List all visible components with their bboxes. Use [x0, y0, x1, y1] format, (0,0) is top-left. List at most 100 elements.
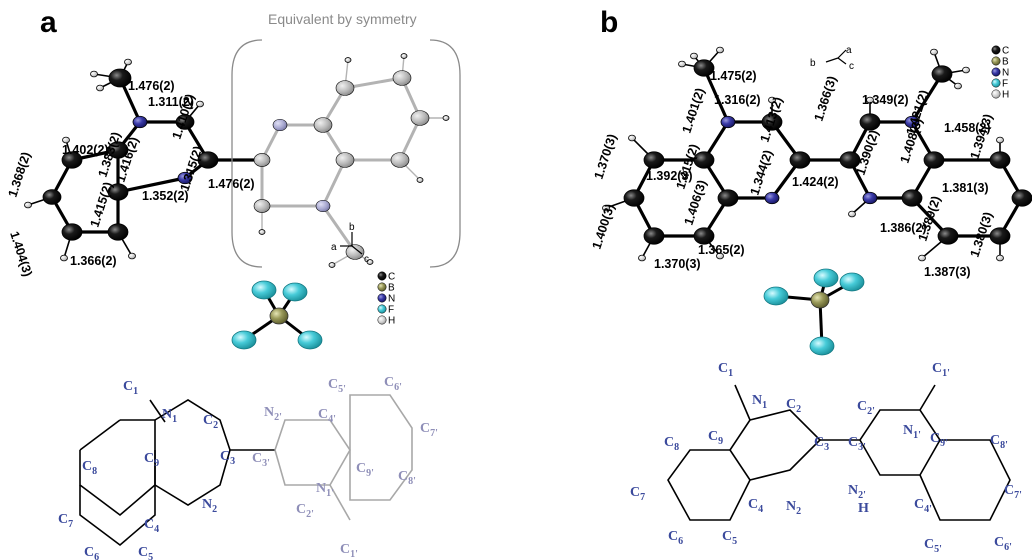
- nitrogen-atom: [764, 191, 780, 205]
- hydrogen-atom: [848, 210, 856, 218]
- legend-label-h: H: [1002, 90, 1009, 101]
- legend-swatch-h: [991, 89, 1001, 99]
- nitrogen-atom: [720, 115, 736, 129]
- atom-label: C3': [848, 435, 866, 453]
- hydrogen-atom: [918, 254, 926, 262]
- hydrogen-atom: [716, 252, 724, 260]
- schematic-bond: [79, 419, 121, 451]
- hydrogen-atom-symmetric: [344, 57, 352, 63]
- carbon-atom: [931, 65, 953, 83]
- legend-swatch-f: [991, 78, 1001, 88]
- bond-length-label: 1.344(2): [748, 148, 776, 197]
- bond-length-label: 1.394(3): [968, 112, 996, 161]
- atom-label: N2': [264, 405, 282, 423]
- bond-length-label: 1.366(3): [812, 74, 840, 123]
- bond-length-label: 1.404(3): [7, 230, 35, 279]
- legend-label-f: F: [1002, 79, 1008, 90]
- carbon-atom: [901, 189, 923, 207]
- atom-label: C7: [58, 512, 73, 530]
- hydrogen-atom: [690, 52, 698, 60]
- carbon-atom: [693, 227, 715, 245]
- axis-a-label-b: a: [846, 45, 852, 56]
- atom-label: C9: [708, 429, 723, 447]
- atom-label: C6: [84, 545, 99, 560]
- fluorine-atom: [763, 286, 789, 306]
- hydrogen-atom: [96, 84, 104, 92]
- hydrogen-atom: [128, 252, 136, 260]
- bf4-anion-a: [231, 280, 323, 350]
- atom-label: C8': [398, 469, 416, 487]
- molecule-b-atoms: [602, 46, 1032, 262]
- hydrogen-atom-symmetric: [258, 229, 266, 235]
- molecule-a-atoms: [24, 53, 450, 268]
- legend-swatch-n: [377, 293, 387, 303]
- carbon-atom-symmetric: [253, 199, 271, 213]
- schematic-b: [667, 384, 1011, 521]
- schematic-bond: [154, 449, 231, 506]
- axis-indicator-b: [825, 49, 847, 65]
- hydrogen-atom: [60, 254, 68, 262]
- carbon-atom: [789, 151, 811, 169]
- atom-label: C6: [668, 529, 683, 547]
- atom-label: C3: [814, 435, 829, 453]
- bf4-anion-b: [763, 268, 865, 356]
- bond-length-label: 1.476(2): [208, 177, 255, 191]
- atom-label: N2': [848, 483, 866, 501]
- hydrogen-atom-symmetric: [442, 115, 450, 121]
- atom-label: C3: [220, 449, 235, 467]
- hydrogen-atom-symmetric: [366, 259, 374, 265]
- schematic-bond: [79, 485, 156, 547]
- atom-label: C1: [718, 361, 733, 379]
- carbon-atom: [61, 223, 83, 241]
- atom-label: C2': [857, 399, 875, 417]
- legend-swatch-b: [377, 282, 387, 292]
- legend-label-f: F: [388, 305, 394, 316]
- carbon-atom: [197, 151, 219, 169]
- axis-b-label: b: [349, 222, 355, 233]
- carbon-atom: [1011, 189, 1032, 207]
- hydrogen-atom: [716, 46, 724, 54]
- legend-label-h: H: [388, 316, 395, 327]
- carbon-atom: [107, 141, 129, 159]
- atom-label: C2: [203, 413, 218, 431]
- bond-length-label: 1.415(2): [88, 180, 116, 229]
- hydrogen-atom-symmetric: [400, 53, 408, 59]
- fluorine-atom: [297, 330, 323, 350]
- schematic-bond: [349, 394, 413, 501]
- atom-label: N1: [752, 393, 767, 411]
- schematic-bond: [749, 409, 822, 481]
- hydrogen-atom: [124, 58, 132, 66]
- fluorine-atom: [251, 280, 277, 300]
- axis-c-label-b: c: [849, 61, 854, 72]
- carbon-atom: [693, 151, 715, 169]
- carbon-atom: [623, 189, 645, 207]
- fluorine-atom: [282, 282, 308, 302]
- axis-indicator-a: [340, 232, 363, 255]
- panel-label-b: b: [600, 6, 618, 39]
- schematic-a: [79, 394, 413, 547]
- legend-label-c: C: [1002, 46, 1009, 57]
- hydrogen-atom: [90, 70, 98, 78]
- legend-swatch-f: [377, 304, 387, 314]
- hydrogen-atom: [678, 60, 686, 68]
- boron-atom: [269, 307, 289, 325]
- carbon-atom: [61, 151, 83, 169]
- carbon-atom: [717, 189, 739, 207]
- carbon-atom: [643, 151, 665, 169]
- carbon-atom: [107, 183, 129, 201]
- atom-label: C9': [930, 431, 948, 449]
- hydrogen-atom: [962, 66, 970, 74]
- carbon-atom: [989, 227, 1011, 245]
- atom-label: C5': [328, 377, 346, 395]
- legend-swatch-b: [991, 56, 1001, 66]
- legend-label-b: B: [1002, 57, 1009, 68]
- carbon-atom-symmetric: [410, 110, 430, 126]
- hydrogen-atom: [24, 201, 32, 209]
- carbon-atom-symmetric: [313, 117, 333, 133]
- bond-length-label: 1.476(2): [128, 79, 175, 93]
- atom-label: C5': [924, 537, 942, 555]
- bond-length-label: 1.368(2): [6, 150, 34, 199]
